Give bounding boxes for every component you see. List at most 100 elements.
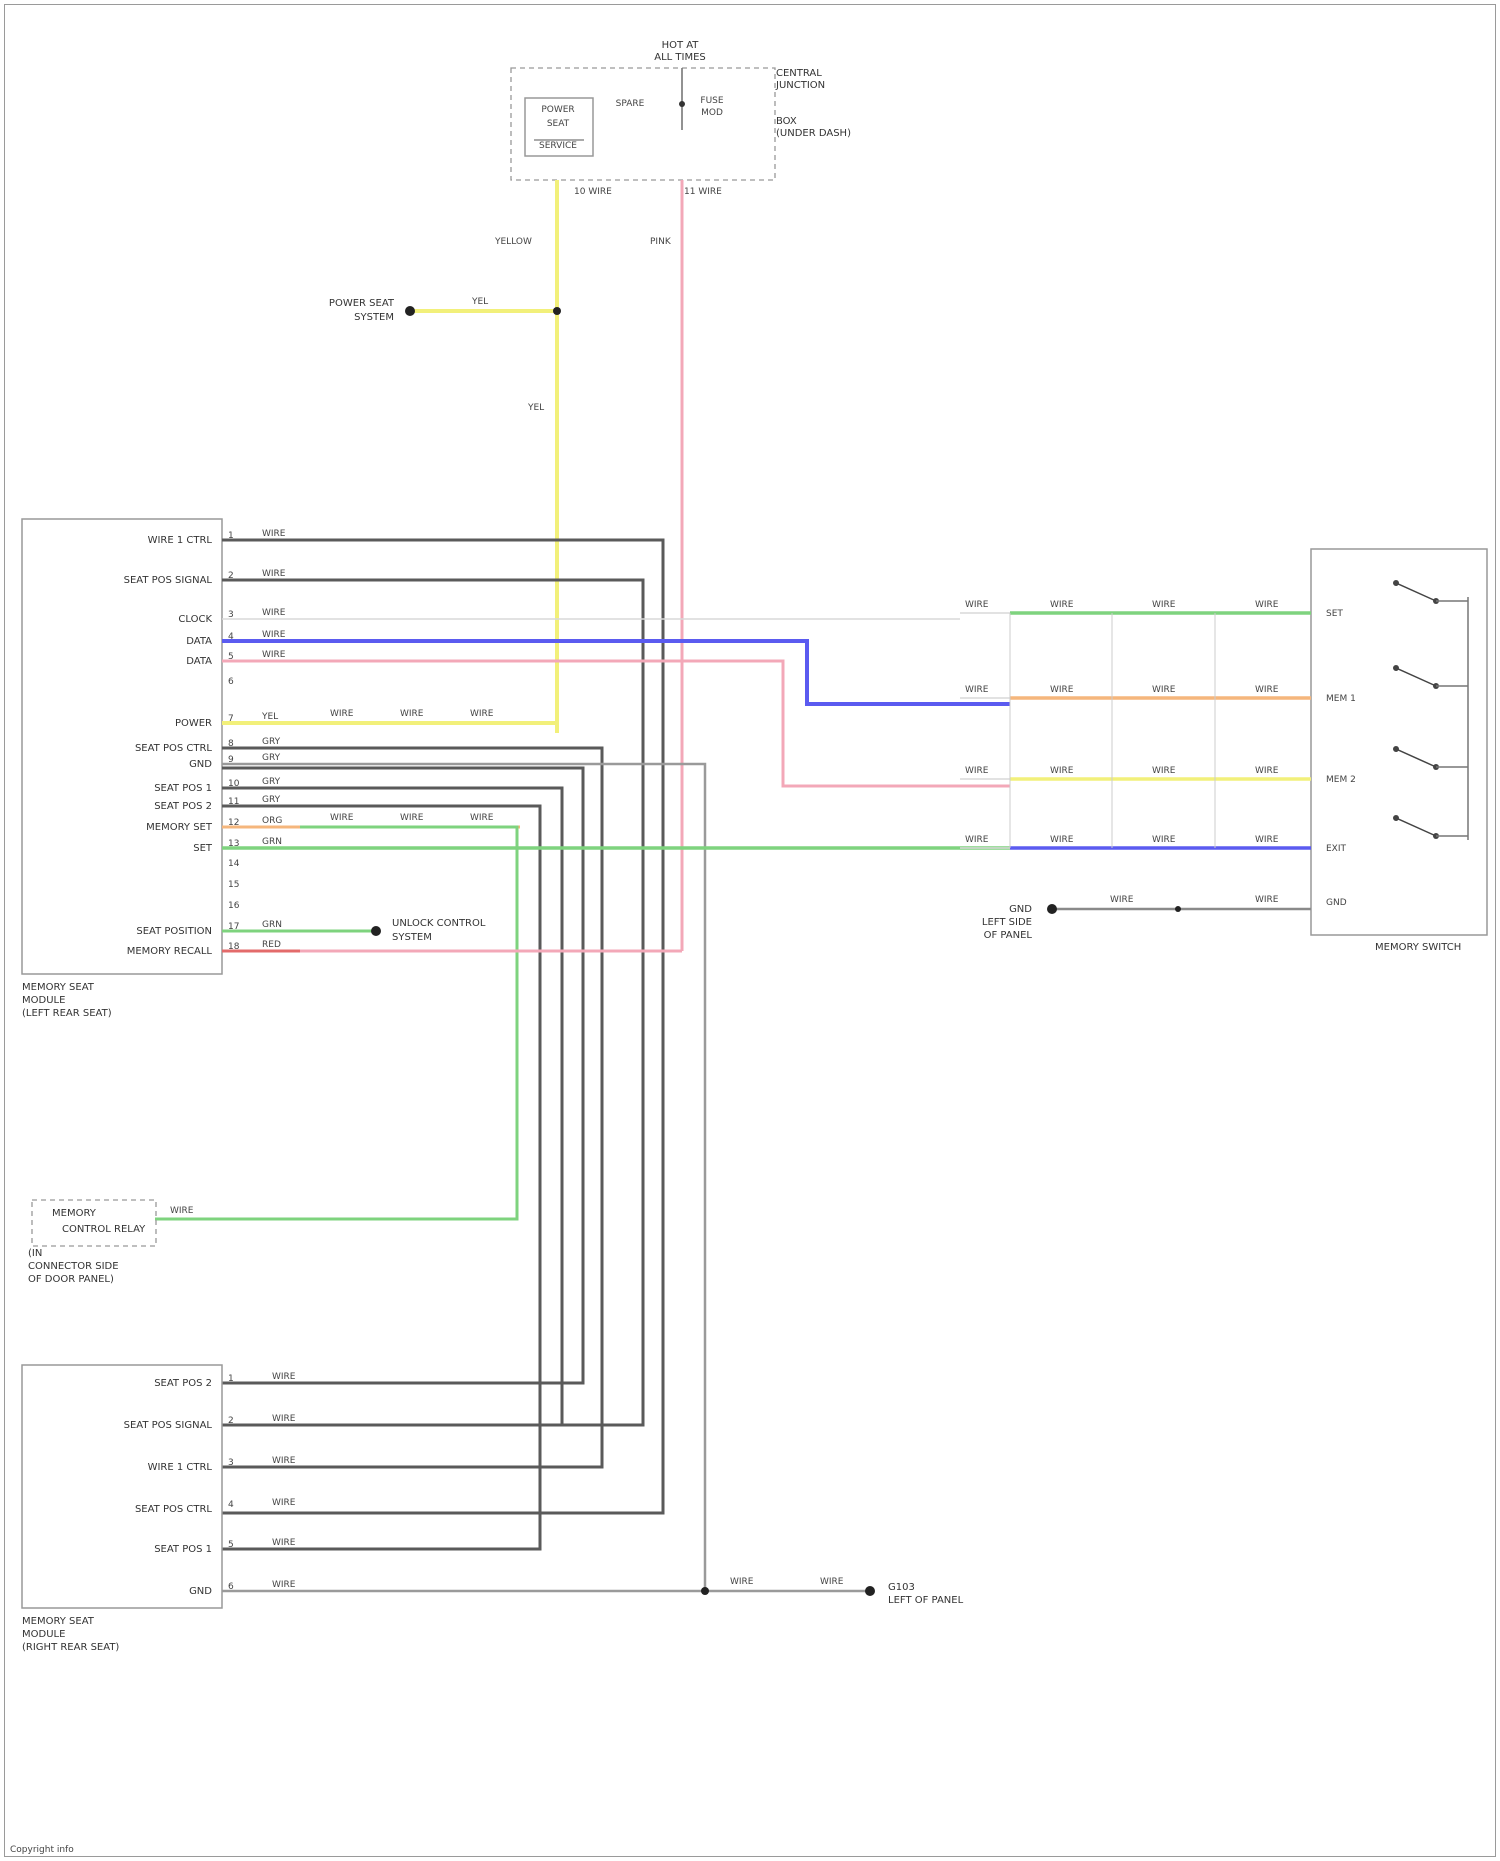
left-inline-label: WIRE	[470, 709, 494, 719]
left-pin-label: WIRE 1 CTRL	[148, 535, 213, 546]
relay-wire-label: WIRE	[170, 1206, 194, 1216]
fuse-drop-wires: YELLOW PINK YEL POWER SEAT SYSTEM YEL	[329, 180, 682, 951]
left-pin-label: MEMORY RECALL	[127, 946, 213, 957]
switch-pivot	[1393, 665, 1399, 671]
relay-line-1: MEMORY	[52, 1208, 97, 1219]
harness-wire-1	[222, 540, 663, 1513]
right-pin-label: SEAT POS 2	[154, 1378, 212, 1389]
unlock-endpoint	[371, 926, 381, 936]
relay-line-2: CONTROL RELAY	[62, 1224, 146, 1235]
switch-row-seg-label: WIRE	[1255, 766, 1279, 776]
splice-junction	[553, 307, 561, 315]
left-pin-wire-label: WIRE	[262, 608, 286, 618]
right-module-pins: SEAT POS 21WIRESEAT POS SIGNAL2WIREWIRE …	[124, 1372, 296, 1597]
switch-row-seg-label: WIRE	[1050, 600, 1074, 610]
switch-row-in-label: WIRE	[965, 835, 989, 845]
harness-wire-6	[222, 806, 540, 1549]
fuse-inner-right-1: FUSE	[700, 96, 723, 106]
left-pin-number: 16	[228, 901, 240, 911]
right-pin-wire-label: WIRE	[272, 1538, 296, 1548]
fuse-box-header-2: ALL TIMES	[654, 52, 706, 63]
switch-ground-endpoint	[1047, 904, 1057, 914]
fuse-inner-left-3: SERVICE	[539, 141, 577, 151]
fuse-side-1: CENTRAL	[776, 68, 822, 79]
left-pin-label: CLOCK	[178, 614, 212, 625]
harness-wire-5	[222, 788, 562, 1425]
fuse-junction-dot	[679, 101, 685, 107]
right-pin-wire-label: WIRE	[272, 1456, 296, 1466]
right-pin-wire-label: WIRE	[272, 1498, 296, 1508]
right-pin-label: WIRE 1 CTRL	[148, 1462, 213, 1473]
right-module-box	[22, 1365, 222, 1608]
left-pin-label: SEAT POS 2	[154, 801, 212, 812]
left-pin-label: POWER	[175, 718, 212, 729]
left-pin-number: 14	[228, 859, 240, 869]
left-module-title-1: MEMORY SEAT	[22, 982, 95, 993]
memory-switch-title: MEMORY SWITCH	[1375, 942, 1461, 953]
left-pin-label: DATA	[186, 636, 212, 647]
switch-ground-seg-1: WIRE	[1110, 895, 1134, 905]
left-pin-wire-label: WIRE	[262, 569, 286, 579]
switch-row-seg-label: WIRE	[1255, 600, 1279, 610]
left-inline-label: WIRE	[400, 709, 424, 719]
right-pin-label: SEAT POS 1	[154, 1544, 212, 1555]
switch-row-label: EXIT	[1326, 844, 1347, 854]
right-module-title-2: MODULE	[22, 1629, 65, 1640]
left-inline-label: WIRE	[330, 813, 354, 823]
switch-row-seg-label: WIRE	[1255, 685, 1279, 695]
switch-ground-label-3: OF PANEL	[984, 930, 1033, 941]
harness-wire-4	[222, 768, 583, 1383]
switch-pivot	[1393, 746, 1399, 752]
left-pin-label: SEAT POSITION	[136, 926, 212, 937]
right-pin-number: 1	[228, 1374, 234, 1384]
memory-switch-box	[1311, 549, 1487, 935]
left-pin-wire-label: GRN	[262, 837, 282, 847]
switch-row-seg-label: WIRE	[1255, 835, 1279, 845]
switch-pivot	[1393, 580, 1399, 586]
splice-label-2: SYSTEM	[354, 312, 394, 323]
splice-endpoint	[405, 306, 415, 316]
switch-ground-label-2: LEFT SIDE	[982, 917, 1032, 928]
left-pin-label: SEAT POS CTRL	[135, 743, 212, 754]
fuse-inner-left-1: POWER	[541, 105, 574, 115]
right-pin-label: SEAT POS SIGNAL	[124, 1420, 213, 1431]
left-pin-wire-label: ORG	[262, 816, 282, 826]
switch-pivot	[1393, 815, 1399, 821]
right-pin-number: 5	[228, 1540, 234, 1550]
fuse-inner-left-2: SEAT	[547, 119, 570, 129]
fuse-side-3: BOX	[776, 116, 797, 127]
left-inline-label: WIRE	[400, 813, 424, 823]
switch-row-in-label: WIRE	[965, 685, 989, 695]
memory-relay: MEMORY CONTROL RELAY WIRE (IN CONNECTOR …	[28, 1200, 194, 1285]
blue-data-wire	[222, 641, 1010, 704]
switch-row-seg-label: WIRE	[1050, 766, 1074, 776]
switch-row-seg-label: WIRE	[1050, 835, 1074, 845]
fuse-box-header-1: HOT AT	[662, 40, 700, 51]
switch-row-seg-label: WIRE	[1152, 835, 1176, 845]
fuse-inner-right-2: MOD	[701, 108, 723, 118]
fuse-side-2: JUNCTION	[775, 80, 825, 91]
right-module-title-1: MEMORY SEAT	[22, 1616, 95, 1627]
left-pin-wire-label: WIRE	[262, 529, 286, 539]
left-pin-number: 15	[228, 880, 239, 890]
relay-note-2: CONNECTOR SIDE	[28, 1261, 119, 1272]
relay-note-3: OF DOOR PANEL)	[28, 1274, 114, 1285]
right-module-title-3: (RIGHT REAR SEAT)	[22, 1642, 119, 1653]
switch-row-in-label: WIRE	[965, 600, 989, 610]
harness-wire-3	[222, 748, 602, 1467]
switch-contact	[1396, 818, 1436, 836]
ground-point-label-2: LEFT OF PANEL	[888, 1595, 964, 1606]
switch-row-seg-label: WIRE	[1050, 685, 1074, 695]
switch-contact	[1396, 749, 1436, 767]
left-pin-wire-label: GRY	[262, 737, 281, 747]
left-pin-label: SEAT POS SIGNAL	[124, 575, 213, 586]
unlock-label-1: UNLOCK CONTROL	[392, 918, 486, 929]
ground-point-label-1: G103	[888, 1582, 915, 1593]
switch-contact	[1396, 668, 1436, 686]
green-relay-wire	[155, 827, 517, 1219]
fuse-box: HOT AT ALL TIMES POWER SEAT SERVICE SPAR…	[511, 40, 851, 197]
left-pin-label: SEAT POS 1	[154, 783, 212, 794]
switch-row-label: SET	[1326, 609, 1343, 619]
vertical-yellow-label: YEL	[527, 403, 544, 413]
left-pin-wire-label: GRY	[262, 777, 281, 787]
